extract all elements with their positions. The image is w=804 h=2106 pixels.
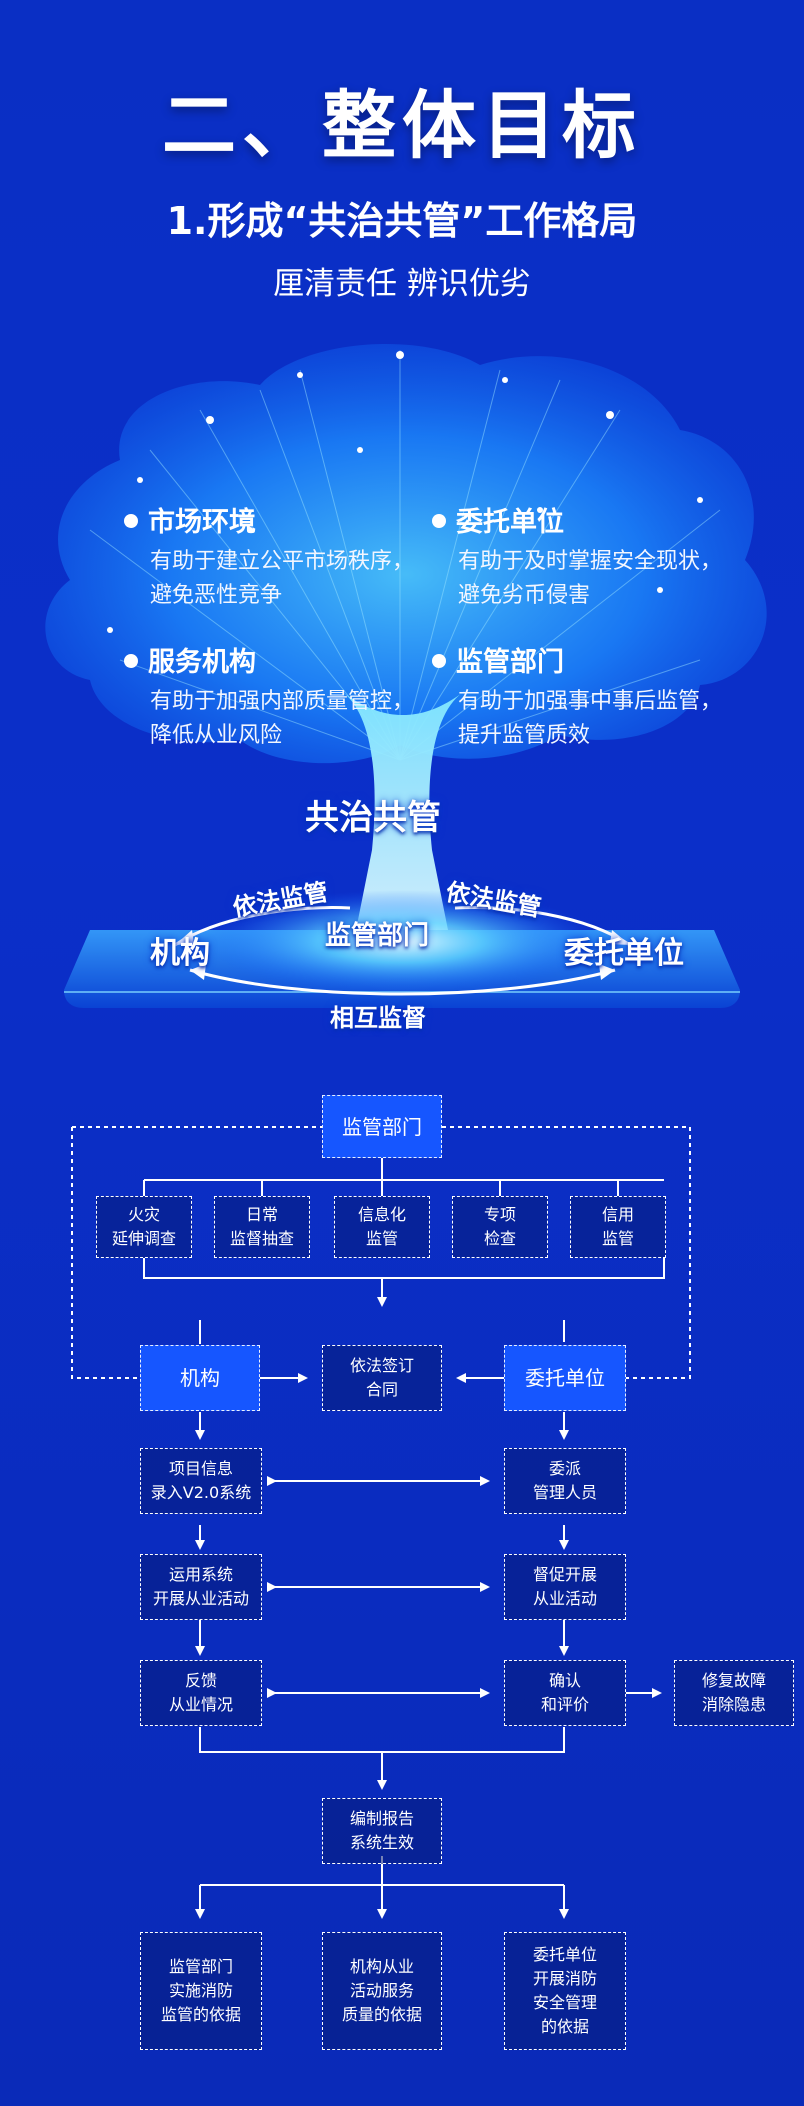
output-box: 委托单位 开展消防 安全管理 的依据 <box>504 1932 626 2050</box>
output-box: 机构从业 活动服务 质量的依据 <box>322 1932 442 2050</box>
right-step: 确认 和评价 <box>504 1660 626 1726</box>
output-box: 监管部门 实施消防 监管的依据 <box>140 1932 262 2050</box>
method-box: 日常 监督抽查 <box>214 1196 310 1258</box>
node-agency: 机构 <box>150 936 210 971</box>
arrow-bottom-right <box>599 964 615 980</box>
flow-contract: 依法签订 合同 <box>322 1345 442 1411</box>
flow-agency: 机构 <box>140 1345 260 1411</box>
right-step: 督促开展 从业活动 <box>504 1554 626 1620</box>
left-step: 反馈 从业情况 <box>140 1660 262 1726</box>
tree-item-head: 市场环境 <box>148 507 256 538</box>
left-step: 运用系统 开展从业活动 <box>140 1554 262 1620</box>
bullet-icon <box>432 513 446 528</box>
tree-item-head: 监管部门 <box>456 647 564 678</box>
page-title: 二、整体目标 <box>162 83 642 169</box>
bottom-arc-label: 相互监督 <box>330 1004 426 1032</box>
tree-item-head: 服务机构 <box>148 647 256 678</box>
flow-client: 委托单位 <box>504 1345 626 1411</box>
report-box: 编制报告 系统生效 <box>322 1798 442 1864</box>
arrow-left-top <box>175 930 194 945</box>
method-box: 信息化 监管 <box>334 1196 430 1258</box>
tree-item-desc: 有助于加强事中事后监管， 提升监管质效 <box>458 689 723 748</box>
tree-item-service: 服务机构 有助于加强内部质量管控， 降低从业风险 <box>124 640 444 753</box>
method-box: 火灾 延伸调查 <box>96 1196 192 1258</box>
method-box: 信用 监管 <box>570 1196 666 1258</box>
node-client: 委托单位 <box>564 936 684 971</box>
section-subtitle: 1.形成“共治共管”工作格局 <box>166 199 638 243</box>
tree-item-desc: 有助于建立公平市场秩序， 避免恶性竞争 <box>150 549 415 608</box>
arc-bottom <box>189 968 616 996</box>
method-box: 专项 检查 <box>452 1196 548 1258</box>
bullet-icon <box>124 653 138 668</box>
tree-item-regulator: 监管部门 有助于加强事中事后监管， 提升监管质效 <box>432 640 772 753</box>
tree-item-market: 市场环境 有助于建立公平市场秩序， 避免恶性竞争 <box>124 500 444 613</box>
center-halo <box>202 890 602 994</box>
tree-item-client: 委托单位 有助于及时掌握安全现状， 避免劣币侵害 <box>432 500 772 613</box>
tree-illustration <box>45 343 767 1008</box>
bullet-icon <box>432 653 446 668</box>
bullet-icon <box>124 513 138 528</box>
tree-crown <box>45 343 767 764</box>
tree-item-head: 委托单位 <box>456 507 564 538</box>
tree-item-desc: 有助于及时掌握安全现状， 避免劣币侵害 <box>458 549 723 608</box>
section-tagline: 厘清责任 辨识优劣 <box>273 266 531 302</box>
arrow-bottom-left <box>190 964 206 980</box>
tree-trunk <box>340 690 466 930</box>
left-step: 项目信息 录入V2.0系统 <box>140 1448 262 1514</box>
repair-box: 修复故障 消除隐患 <box>674 1660 794 1726</box>
tree-item-desc: 有助于加强内部质量管控， 降低从业风险 <box>150 689 415 748</box>
right-step: 委派 管理人员 <box>504 1448 626 1514</box>
flow-top-regulator: 监管部门 <box>322 1095 442 1158</box>
node-regulator: 监管部门 <box>325 921 430 951</box>
arrow-right-top <box>610 930 630 945</box>
tree-center-label: 共治共管 <box>305 798 441 838</box>
